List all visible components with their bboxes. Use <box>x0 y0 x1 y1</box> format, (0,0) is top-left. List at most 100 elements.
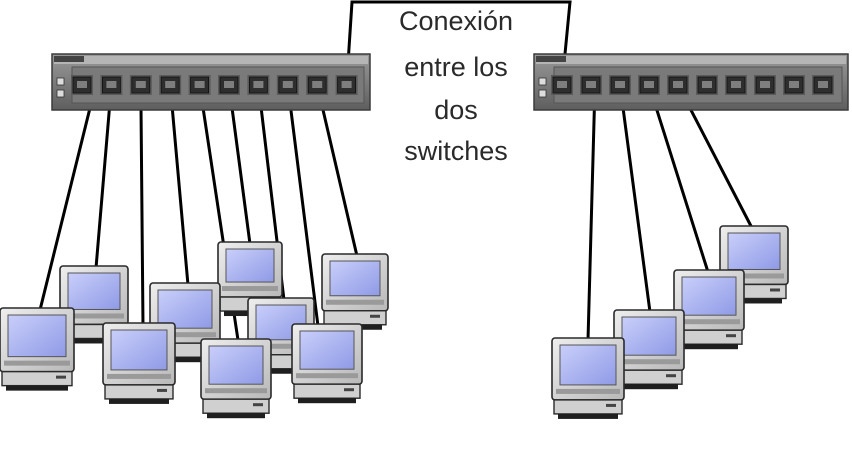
port-jack <box>731 81 741 88</box>
caption-line-4: switches <box>404 136 508 166</box>
port-jack <box>165 81 176 88</box>
network-cable <box>139 83 145 328</box>
drive-slot <box>726 334 736 338</box>
drive-slot <box>370 314 380 318</box>
monitor-chin <box>4 360 70 366</box>
monitor-chin <box>64 313 124 319</box>
monitor-screen <box>727 232 781 270</box>
desktop-computer-icon <box>291 323 363 404</box>
drive-slot <box>56 375 66 379</box>
switch-led <box>538 77 547 86</box>
monitor-screen <box>299 330 355 370</box>
caption-line-2: entre los <box>404 52 508 82</box>
computers-layer <box>0 225 789 419</box>
port-jack <box>673 81 683 88</box>
keyboard-edge <box>558 413 618 419</box>
switch-brand-plate <box>536 56 566 62</box>
monitor-chin <box>678 319 740 325</box>
network-cable <box>618 83 652 314</box>
switches-layer <box>51 53 849 111</box>
port-jack <box>818 81 828 88</box>
port-jack <box>760 81 770 88</box>
switch-top-edge <box>54 56 368 64</box>
drive-slot <box>344 388 354 392</box>
port-jack <box>77 81 87 88</box>
drive-slot <box>157 388 167 392</box>
port-jack <box>644 81 654 88</box>
keyboard-edge <box>298 398 356 404</box>
port-jack <box>253 81 264 88</box>
switch-led <box>538 89 547 98</box>
desktop-computer-icon <box>321 253 389 330</box>
port-jack <box>224 81 234 88</box>
keyboard-edge <box>156 357 214 363</box>
switch-led <box>56 77 65 86</box>
drive-slot <box>253 403 263 407</box>
keyboard-edge <box>207 413 265 419</box>
caption-line-1: Conexión <box>398 6 514 36</box>
monitor-screen <box>67 272 121 310</box>
monitor-chin <box>556 388 620 394</box>
port-jack <box>135 81 146 88</box>
port-jack <box>557 81 567 88</box>
cables-layer <box>38 0 754 342</box>
network-cable <box>38 106 92 312</box>
caption-line-3: dos <box>434 95 478 125</box>
monitor-chin <box>154 332 216 338</box>
drive-slot <box>770 288 780 292</box>
switch-brand-plate <box>54 56 84 62</box>
keyboard-edge <box>726 298 782 304</box>
port-jack <box>194 81 205 88</box>
keyboard-edge <box>66 338 122 344</box>
drive-slot <box>606 403 616 407</box>
inter-switch-cable <box>345 0 572 86</box>
monitor-screen <box>559 344 617 386</box>
monitor-screen <box>208 345 264 385</box>
port-jack <box>282 81 293 88</box>
desktop-computer-icon <box>551 337 625 419</box>
desktop-computer-icon <box>613 309 685 390</box>
monitor-chin <box>107 373 171 379</box>
network-cable <box>586 83 597 342</box>
port-jack <box>789 81 799 88</box>
monitor-screen <box>157 289 213 329</box>
monitor-chin <box>724 273 784 279</box>
monitor-screen <box>621 316 677 356</box>
keyboard-edge <box>680 344 738 350</box>
network-cable <box>227 83 252 246</box>
monitor-screen <box>225 248 275 283</box>
keyboard-edge <box>620 384 678 390</box>
network-cable <box>286 83 320 328</box>
desktop-computer-icon <box>673 269 745 350</box>
port-jack <box>312 81 323 88</box>
monitor-chin <box>222 286 278 292</box>
monitor-screen <box>681 276 737 316</box>
desktop-computer-icon <box>102 322 176 404</box>
monitor-screen <box>329 260 381 297</box>
monitor-chin <box>205 388 267 394</box>
monitor-chin <box>252 343 310 349</box>
switch-led <box>56 89 65 98</box>
network-cable <box>168 83 190 287</box>
drive-slot <box>666 374 676 378</box>
monitor-screen <box>7 314 67 358</box>
monitor-chin <box>326 299 384 305</box>
keyboard-edge <box>6 385 68 391</box>
monitor-screen <box>110 329 168 371</box>
monitor-chin <box>618 359 680 365</box>
switch-top-edge <box>536 56 846 64</box>
port-jack <box>615 81 625 88</box>
port-jack <box>106 81 117 88</box>
desktop-computer-icon <box>200 338 272 419</box>
network-cable <box>315 83 359 258</box>
desktop-computer-icon <box>0 307 75 391</box>
keyboard-edge <box>109 398 169 404</box>
network-cable <box>94 83 113 270</box>
keyboard-edge <box>254 368 308 374</box>
switch-left <box>51 53 371 111</box>
network-cable <box>647 83 710 274</box>
monitor-chin <box>296 373 358 379</box>
port-jack <box>702 81 712 88</box>
switch-right <box>533 53 849 111</box>
